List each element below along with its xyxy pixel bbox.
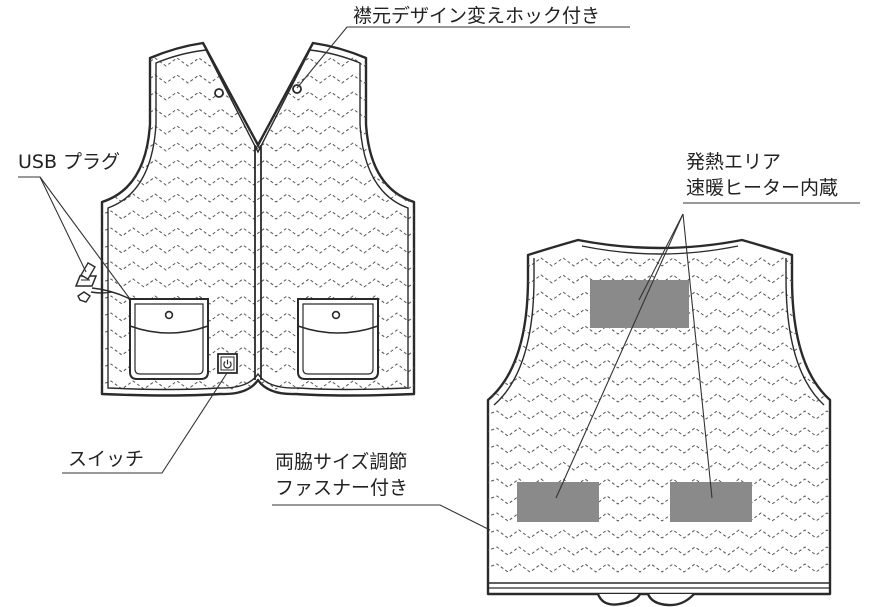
label-side-zipper-line1: 両脇サイズ調節: [275, 451, 408, 473]
left-pocket: [129, 298, 209, 380]
right-pocket: [297, 298, 379, 380]
quilt-line: [102, 295, 414, 305]
quilt-line: [488, 359, 830, 369]
quilt-line: [488, 529, 830, 539]
quilt-line: [488, 393, 830, 403]
heater-panel-lower-left: [517, 482, 599, 522]
quilt-line: [488, 342, 830, 352]
power-switch: [217, 353, 238, 374]
quilt-line: [102, 193, 414, 203]
power-icon: [223, 359, 232, 369]
quilt-line: [102, 278, 414, 288]
quilt-line: [102, 176, 414, 186]
quilt-line: [102, 227, 414, 237]
quilt-line: [488, 444, 830, 454]
quilt-line: [102, 380, 414, 390]
quilt-line: [488, 427, 830, 437]
back-vest: [486, 238, 832, 607]
label-heating-area-line2: 速暖ヒーター内蔵: [686, 177, 839, 199]
quilt-line: [488, 325, 830, 335]
leader-side-zipper: [272, 504, 491, 531]
collar-hook-right: [292, 84, 302, 94]
quilt-line: [102, 244, 414, 254]
quilt-line: [488, 461, 830, 471]
label-side-zipper-line2: ファスナー付き: [275, 477, 409, 499]
quilt-line: [488, 478, 830, 488]
back-armhole-trim-left: [493, 258, 535, 406]
label-heating-area-line1: 発熱エリア: [686, 151, 782, 173]
collar-hook-left: [214, 88, 224, 98]
heater-panel-upper: [590, 280, 689, 328]
front-vest: [74, 41, 416, 397]
quilt-line: [488, 563, 830, 573]
label-collar-hook: 襟元デザイン変えホック付き: [353, 5, 601, 27]
quilt-line: [488, 376, 830, 386]
label-switch: スイッチ: [68, 448, 145, 470]
back-armhole-trim-right: [785, 258, 825, 406]
front-inner-trim: [107, 49, 409, 391]
leader-collar-hook: [296, 26, 630, 89]
back-collar-trim: [581, 245, 739, 255]
usb-cable: [74, 261, 131, 303]
quilt-line: [102, 210, 414, 220]
quilt-line: [488, 410, 830, 420]
quilt-line: [102, 261, 414, 271]
quilt-line: [488, 257, 830, 267]
usb-plug-icon: [74, 261, 98, 303]
quilt-line: [488, 546, 830, 556]
quilt-line: [488, 512, 830, 522]
quilt-line: [488, 495, 830, 505]
leader-usb-plug: [18, 176, 87, 273]
leader-switch: [62, 372, 228, 474]
label-usb-plug: USB プラグ: [18, 151, 121, 173]
